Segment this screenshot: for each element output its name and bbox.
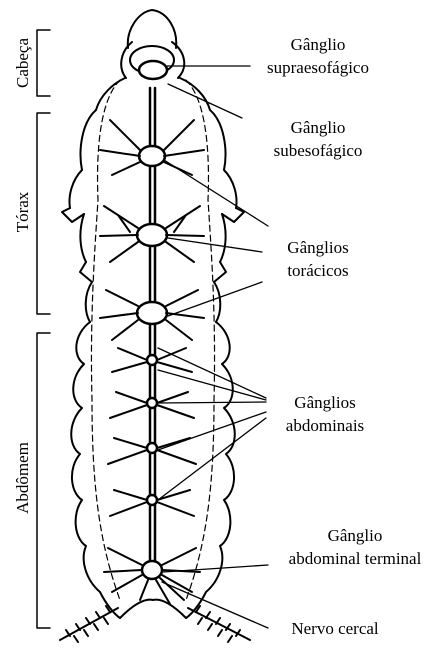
leader-thor-b bbox=[168, 238, 262, 252]
region-abdomen-label: Abdômem bbox=[13, 442, 32, 514]
leader-abd-a bbox=[158, 348, 266, 398]
region-head-label: Cabeça bbox=[13, 38, 32, 88]
label-abd-line2: abdominais bbox=[286, 416, 364, 435]
label-sub-line2: subesofágico bbox=[274, 141, 363, 160]
head-bracket bbox=[37, 30, 50, 96]
abdominal-ganglion-3 bbox=[147, 443, 157, 453]
head-top bbox=[128, 10, 176, 48]
labels: Gânglio supraesofágico Gânglio subesofág… bbox=[267, 35, 422, 638]
terminal-abdominal-ganglion bbox=[142, 561, 162, 579]
leader-abd-b bbox=[158, 370, 266, 400]
label-cercal-nerve: Nervo cercal bbox=[291, 619, 379, 638]
abdominal-ganglion-4 bbox=[147, 495, 157, 505]
ganglia bbox=[137, 61, 167, 579]
subesophageal-ganglion bbox=[139, 146, 165, 166]
abdomen-bracket bbox=[37, 333, 50, 628]
thoracic-ganglion-2 bbox=[137, 302, 167, 324]
region-thorax-label: Tórax bbox=[13, 191, 32, 232]
label-terminal-line1: Gânglio bbox=[328, 526, 383, 545]
thoracic-ganglion-1 bbox=[137, 224, 167, 246]
label-supra-line2: supraesofágico bbox=[267, 58, 369, 77]
label-terminal-line2: abdominal terminal bbox=[289, 549, 422, 568]
leader-lines bbox=[158, 66, 268, 628]
label-thor-line1: Gânglios bbox=[287, 238, 348, 257]
leader-sub bbox=[168, 84, 242, 118]
abdominal-ganglion-2 bbox=[147, 398, 157, 408]
region-brackets bbox=[37, 30, 50, 628]
label-supra-line1: Gânglio bbox=[291, 35, 346, 54]
leader-thor-a bbox=[164, 160, 268, 226]
label-abd-line1: Gânglios bbox=[294, 393, 355, 412]
leader-abd-c bbox=[158, 402, 266, 403]
supraesophageal-ganglion bbox=[139, 61, 167, 79]
label-sub-line1: Gânglio bbox=[291, 118, 346, 137]
leader-abd-e bbox=[158, 418, 266, 500]
leader-terminal bbox=[163, 565, 268, 572]
thorax-bracket bbox=[37, 113, 50, 314]
label-thor-line2: torácicos bbox=[287, 261, 348, 280]
abdominal-ganglion-1 bbox=[147, 355, 157, 365]
